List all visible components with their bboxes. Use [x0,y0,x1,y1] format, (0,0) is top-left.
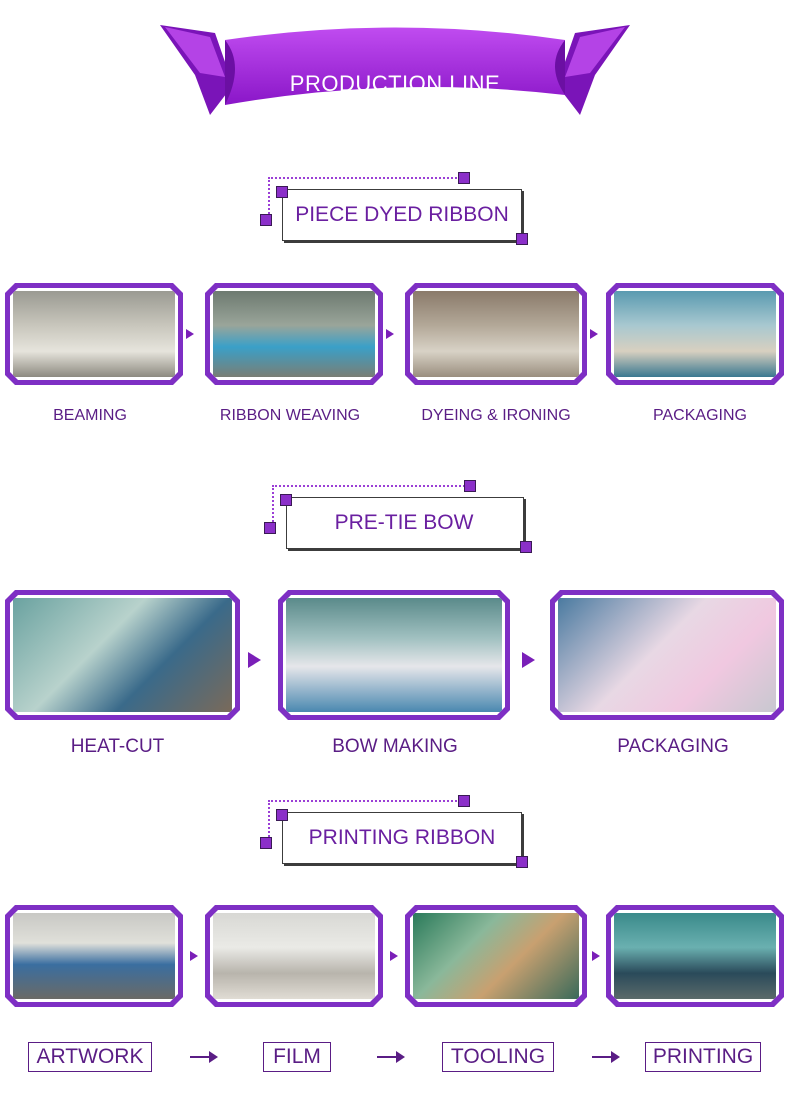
photo-artwork [5,905,183,1007]
arrow-icon [590,329,598,339]
decor-square [464,480,476,492]
photo-beaming [5,283,183,385]
decor-square [458,172,470,184]
arrow-icon [390,951,398,961]
decor-square [276,186,288,198]
decor-square [516,856,528,868]
banner-title: PRODUCTION LINE [289,71,501,96]
step-label: BEAMING [53,407,127,424]
arrow-icon [186,329,194,339]
step-label-box: PRINTING [645,1042,761,1072]
decor-square [458,795,470,807]
step-label: PACKAGING [617,736,729,757]
photo-printing [606,905,784,1007]
step-label-box: ARTWORK [28,1042,152,1072]
section-title: PRE-TIE BOW [334,511,474,534]
arrow-icon [377,1051,405,1063]
arrow-icon [190,1051,218,1063]
decor-square [276,809,288,821]
ribbon-banner-graphic [160,25,630,115]
step-label-box: TOOLING [442,1042,554,1072]
photo-bow-making [278,590,510,720]
decor-square [264,522,276,534]
section-title: PIECE DYED RIBBON [295,203,509,226]
photo-heat-cut [5,590,240,720]
step-label-box: FILM [263,1042,331,1072]
photo-tooling [405,905,587,1007]
production-line-banner: PRODUCTION LINE [155,15,635,125]
decor-square [280,494,292,506]
step-label: PACKAGING [653,407,747,424]
arrow-icon [592,1051,620,1063]
decor-square [516,233,528,245]
step-label: RIBBON WEAVING [219,407,361,424]
section-title: PRINTING RIBBON [308,826,496,849]
arrow-icon [522,652,535,668]
arrow-icon [592,951,600,961]
decor-square [260,214,272,226]
section-header-piece-dyed: PIECE DYED RIBBON [258,172,538,252]
step-label: DYEING & IRONING [421,407,571,424]
decor-square [520,541,532,553]
arrow-icon [190,951,198,961]
section-header-printing-ribbon: PRINTING RIBBON [258,795,538,875]
photo-ribbon-weaving [205,283,383,385]
arrow-icon [386,329,394,339]
photo-packaging [606,283,784,385]
photo-bow-packaging [550,590,784,720]
step-label: BOW MAKING [332,736,458,757]
photo-film [205,905,383,1007]
section-header-pre-tie-bow: PRE-TIE BOW [262,480,542,560]
photo-dyeing-ironing [405,283,587,385]
decor-square [260,837,272,849]
arrow-icon [248,652,261,668]
step-label: HEAT-CUT [70,736,165,757]
